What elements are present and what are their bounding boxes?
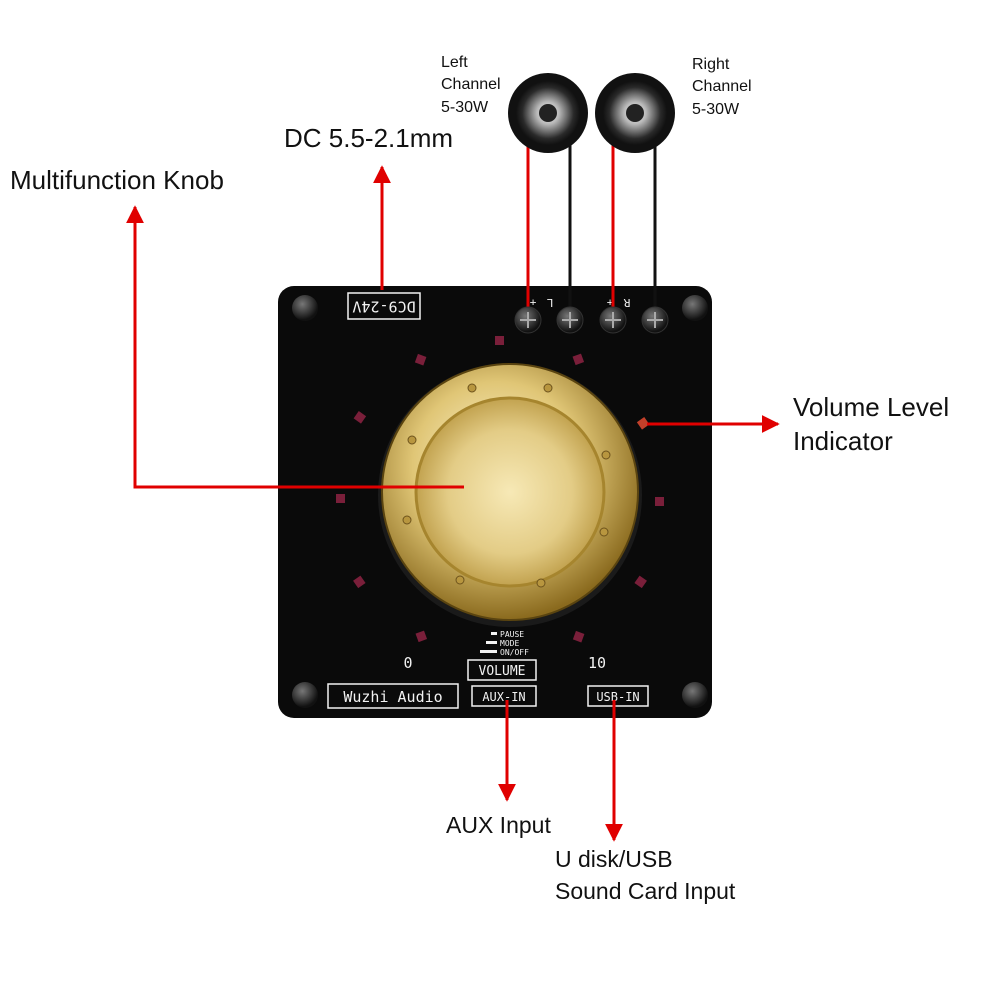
volume-indicator-label: Volume Level Indicator [793,392,950,457]
terminal-label-l: L [546,296,553,309]
knob-label: Multifunction Knob [10,165,224,195]
speaker-wires [526,140,657,318]
legend-pause: PAUSE [500,630,524,639]
knob-arrow [126,205,464,489]
right-speaker-icon [595,73,675,153]
power-label-box: DC9-24V [347,292,421,320]
usb-label: USB-IN [596,690,639,704]
callout-arrows [126,165,780,842]
volume-label: VOLUME [479,664,526,679]
legend-onoff: ON/OFF [500,648,529,657]
brand-label: Wuzhi Audio [343,688,442,706]
terminal-label-r-plus: + [606,296,613,309]
brand-label-box: Wuzhi Audio [327,683,459,709]
screw-terminals [514,306,669,334]
legend-mode: MODE [500,639,519,648]
right-speaker-label: Right Channel 5-30W [692,56,752,118]
terminal-label-l-plus: + [529,296,536,309]
dc-jack-label: DC 5.5-2.1mm [284,123,454,153]
left-speaker-icon [508,73,588,153]
aux-label: AUX-IN [482,690,525,704]
multifunction-knob[interactable] [378,363,642,627]
scale-max: 10 [588,654,606,672]
usb-label-box: USB-IN [587,685,649,707]
left-speaker-label: Left Channel 5-30W [441,54,501,116]
aux-label-box: AUX-IN [471,685,537,707]
terminal-label-r: R [623,296,630,309]
button-legend: PAUSE MODE ON/OFF [480,630,529,657]
usb-input-label: U disk/USB Sound Card Input [555,846,736,905]
volume-label-box: VOLUME [467,659,537,681]
corner-screws [292,295,708,708]
volume-led-ring [336,336,664,643]
power-label: DC9-24V [352,298,415,316]
scale-min: 0 [403,654,412,672]
aux-input-label: AUX Input [446,812,551,838]
